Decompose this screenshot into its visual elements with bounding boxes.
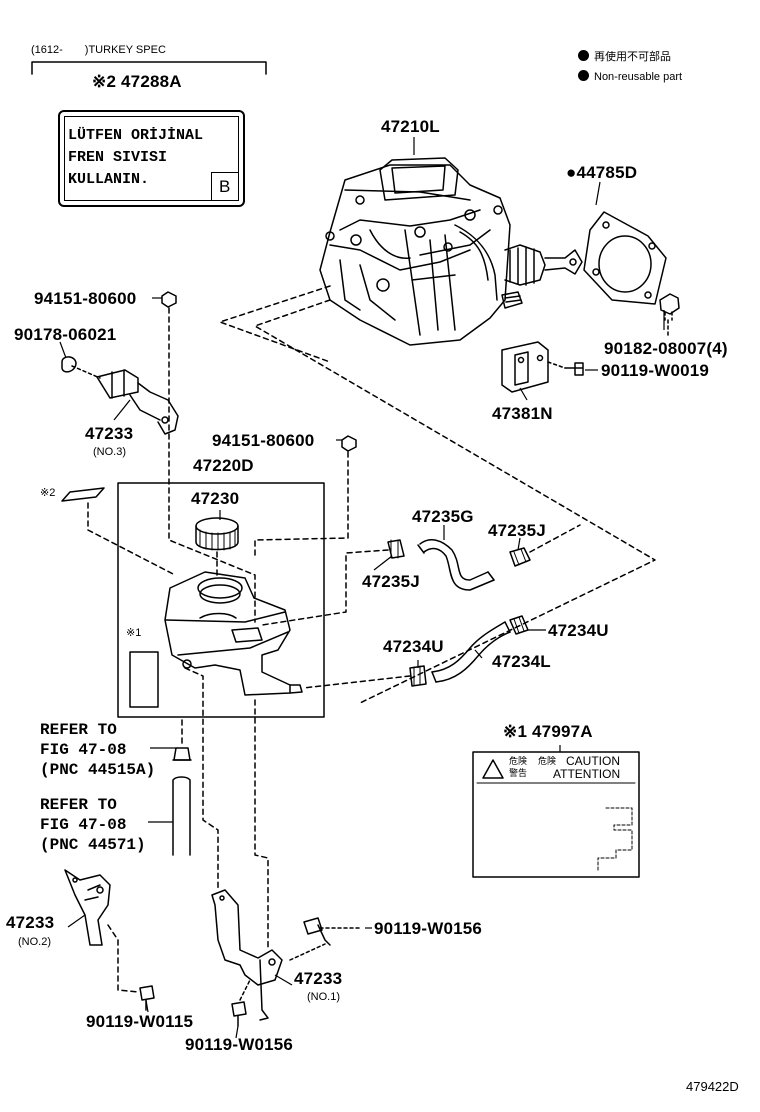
label-note2 xyxy=(61,487,105,502)
pn-47235J-a: 47235J xyxy=(362,572,420,591)
spec-bracket xyxy=(31,61,267,75)
pn-47235G: 47235G xyxy=(412,507,474,526)
bracket-47233-no2 xyxy=(64,869,111,946)
pn-47233-no2: 47233 xyxy=(6,913,55,932)
brake-booster-assembly xyxy=(319,157,583,346)
bracket-47381N xyxy=(501,341,549,393)
pn-47234U-a: 47234U xyxy=(383,637,444,656)
label-tag: B xyxy=(219,177,231,196)
bolt-90119-W0156-b xyxy=(231,1001,247,1027)
pn-47381N: 47381N xyxy=(492,404,553,423)
sensor-47233-no3 xyxy=(96,369,179,435)
turkey-label-box: LÜTFEN ORİJİNAL FREN SIVISI KULLANIN. B xyxy=(58,110,245,207)
caution-label xyxy=(472,751,640,878)
label-pnc-47288A: ※2 47288A xyxy=(92,72,182,91)
reservoir-47220D xyxy=(164,571,303,696)
note-no1: (NO.1) xyxy=(307,991,340,1003)
hose-47235G xyxy=(417,538,495,591)
grommet-44515A xyxy=(172,747,192,761)
refer1-line3: (PNC 44515A) xyxy=(40,761,156,779)
bracket-47233-no1 xyxy=(211,889,283,1021)
gasket-44785D xyxy=(583,211,667,305)
pn-47234U-b: 47234U xyxy=(548,621,609,640)
bolt-90119-W0019 xyxy=(564,362,584,376)
label-note1-rect xyxy=(129,651,159,708)
attention-en: ATTENTION xyxy=(553,767,621,781)
cap-47230 xyxy=(195,517,239,551)
clamp-47235J-a xyxy=(387,539,405,559)
label-line2: FREN SIVISI xyxy=(68,149,168,166)
grommet-90178 xyxy=(61,356,101,379)
warning-triangle-icon xyxy=(482,759,504,779)
pn-90178-06021: 90178-06021 xyxy=(14,325,117,344)
caution-jp-2: 警告 xyxy=(509,768,528,778)
legend-jp: 再使用不可部品 xyxy=(578,50,671,63)
pn-47220D: 47220D xyxy=(193,456,254,475)
pn-90119-W0156-a: 90119-W0156 xyxy=(374,919,483,938)
pn-47997A: ※1 47997A xyxy=(503,722,593,741)
legend-en: Non-reusable part xyxy=(578,70,682,83)
pn-94151-80600-a: 94151-80600 xyxy=(34,289,137,308)
hose-44571 xyxy=(172,776,191,856)
clamp-47234U-b xyxy=(509,615,529,635)
refer1-line2: FIG 47-08 xyxy=(40,741,127,759)
pn-47234L: 47234L xyxy=(492,652,551,671)
nut-94151-a xyxy=(161,291,177,308)
refer2-line1: REFER TO xyxy=(40,796,117,814)
pn-90119-W0019: 90119-W0019 xyxy=(601,361,710,380)
bullet-icon xyxy=(578,50,589,61)
turkey-spec-note: (1612- )TURKEY SPEC xyxy=(31,44,166,56)
refer2-line3: (PNC 44571) xyxy=(40,836,146,854)
pn-90119-W0115: 90119-W0115 xyxy=(86,1012,194,1031)
nut-94151-b xyxy=(341,435,357,452)
note-1: ※1 xyxy=(126,627,142,639)
pn-90182-08007: 90182-08007(4) xyxy=(604,339,728,358)
pn-47233-no1: 47233 xyxy=(294,969,343,988)
label-line1: LÜTFEN ORİJİNAL xyxy=(68,127,204,144)
bolt-90119-W0156-a xyxy=(303,917,331,946)
note-no3: (NO.3) xyxy=(93,446,126,458)
nut-90182 xyxy=(659,293,680,339)
refer2-line2: FIG 47-08 xyxy=(40,816,127,834)
pn-47233-no3: 47233 xyxy=(85,424,134,443)
hose-47234L xyxy=(431,621,511,683)
note-2: ※2 xyxy=(40,487,56,499)
clamp-47235J-b xyxy=(509,547,531,567)
refer1-line1: REFER TO xyxy=(40,721,117,739)
pn-90119-W0156-b: 90119-W0156 xyxy=(185,1035,294,1054)
figure-id: 479422D xyxy=(686,1079,739,1094)
pn-47230: 47230 xyxy=(191,489,240,508)
pn-44785D: ●44785D xyxy=(566,163,638,182)
label-line3: KULLANIN. xyxy=(68,171,150,188)
bullet-icon xyxy=(578,70,589,81)
clamp-47234U-a xyxy=(409,665,427,687)
caution-jp-1: 危険 xyxy=(509,756,528,766)
pn-47235J-b: 47235J xyxy=(488,521,546,540)
pn-94151-80600-b: 94151-80600 xyxy=(212,431,315,450)
note-no2: (NO.2) xyxy=(18,936,51,948)
reservoir-group-box xyxy=(117,482,325,718)
caution-jp-3: 危険 xyxy=(538,756,557,766)
pn-47210L: 47210L xyxy=(381,117,440,136)
caution-en: CAUTION xyxy=(566,754,620,768)
